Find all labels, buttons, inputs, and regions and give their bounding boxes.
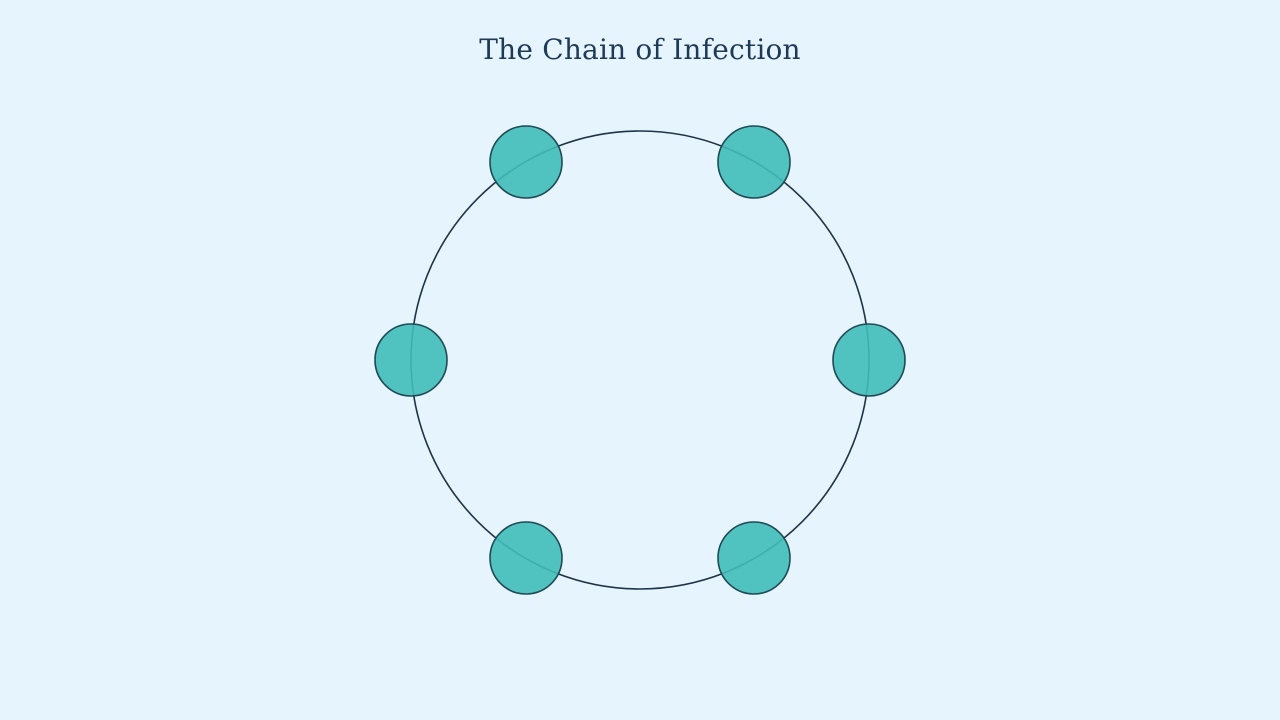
diagram-title: The Chain of Infection [479, 33, 801, 66]
chain-node-2 [717, 125, 791, 199]
chain-node-6 [374, 323, 448, 397]
chain-node-4 [717, 521, 791, 595]
chain-ring [410, 130, 870, 590]
chain-node-3 [832, 323, 906, 397]
chain-node-5 [489, 521, 563, 595]
chain-node-1 [489, 125, 563, 199]
